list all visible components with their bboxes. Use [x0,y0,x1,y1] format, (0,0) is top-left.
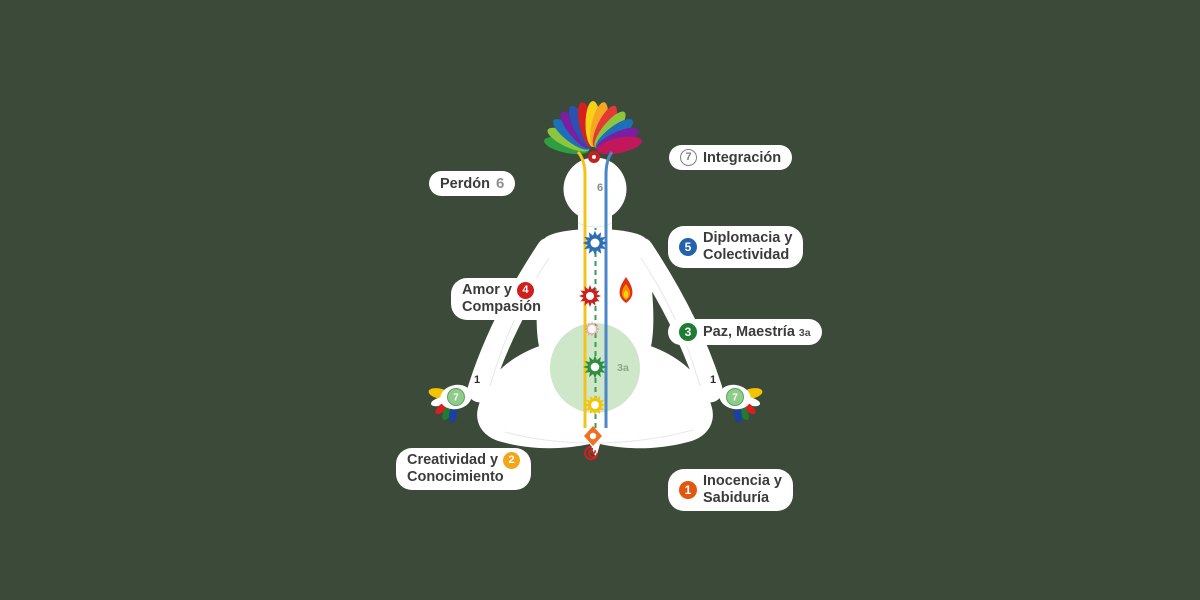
nabhi-chakra-icon [583,355,607,379]
label-inocencia-line1: Inocencia y [703,473,782,489]
label-inocencia: 1 Inocencia y Sabiduría [668,469,793,511]
swadisthan-chakra-icon [584,394,606,416]
label-integracion-text: Integración [703,149,782,166]
right-hand-mark: 1 [710,374,716,386]
label-perdon-text: Perdón [440,175,490,192]
badge-1: 1 [679,481,697,499]
badge-4: 4 [516,282,534,299]
left-hand: 7 1 [428,374,480,423]
label-creatividad-line2: Conocimiento [407,469,504,485]
crown-chakra-icon [588,151,600,163]
badge-6: 6 [495,175,505,192]
label-creatividad: Creatividad y 2 Conocimiento [396,448,532,490]
void-label: 3a [617,362,629,374]
label-diplomacia: 5 Diplomacia y Colectividad [668,226,804,268]
label-perdon: Perdón 6 [429,171,516,196]
label-paz: 3 Paz, Maestría 3a [668,319,822,345]
label-creatividad-line1: Creatividad y [407,452,499,468]
badge-3: 3 [679,323,697,341]
throat-chakra-icon [582,230,608,256]
mooladhara-chakra-icon [584,426,602,446]
left-palm-number: 7 [453,393,459,404]
flame-icon [619,277,633,303]
badge-2: 2 [503,452,521,469]
forehead-chakra-number: 6 [597,182,603,194]
kundalini-spiral-icon [584,445,599,461]
badge-7: 7 [680,149,697,166]
label-diplomacia-line2: Colectividad [703,247,790,263]
label-amor-line2: Compasión [462,299,541,315]
lotus-crown-icon [544,101,642,155]
label-integracion: 7 Integración [669,145,793,170]
right-palm-number: 7 [732,393,738,404]
label-paz-text: Paz, Maestría [703,324,795,340]
heart-chakra-icon [578,284,602,308]
label-inocencia-line2: Sabiduría [703,490,770,506]
left-hand-mark: 1 [474,374,480,386]
label-diplomacia-line1: Diplomacia y [703,230,793,246]
label-amor-line1: Amor y [462,282,512,298]
label-amor: Amor y 4 Compasión [451,278,552,320]
badge-5: 5 [679,238,697,256]
label-paz-suffix: 3a [798,327,811,339]
right-hand: 7 1 [710,374,763,423]
